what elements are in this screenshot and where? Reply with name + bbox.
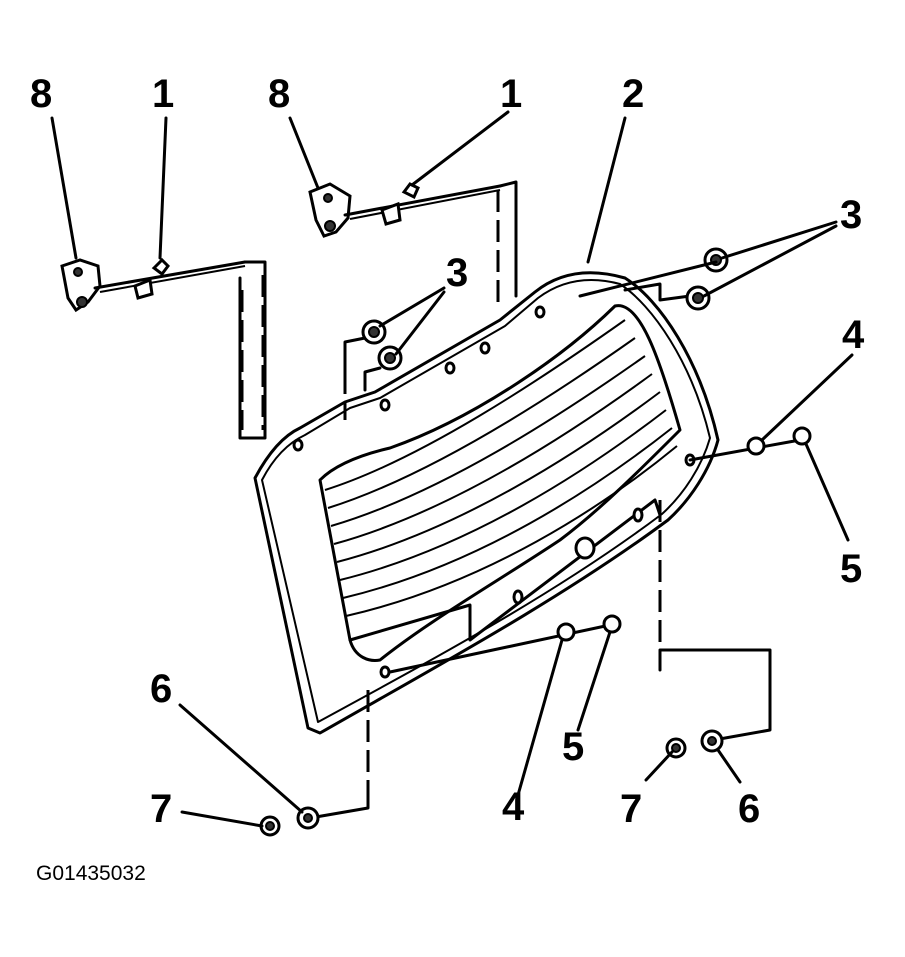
leader-lines <box>50 110 854 828</box>
callout-2: 2 <box>622 72 644 116</box>
glass-window-opening <box>318 304 682 662</box>
fastener-right <box>688 426 812 462</box>
defroster-grid <box>324 319 678 617</box>
callout-7-right: 7 <box>620 787 642 831</box>
fastener-lower-middle <box>388 614 622 674</box>
callout-6-right: 6 <box>738 787 760 831</box>
hinge-assembly-left <box>60 257 247 313</box>
figure-id: G01435032 <box>36 862 146 885</box>
callout-7-left: 7 <box>150 787 172 831</box>
callout-6-left: 6 <box>150 667 172 711</box>
callout-5-bottom: 5 <box>562 725 584 769</box>
callout-4-bottom: 4 <box>502 785 525 829</box>
fastener-lower-right <box>658 500 772 759</box>
hinge-guide-lines <box>238 180 692 440</box>
fastener-lower-left <box>259 690 370 837</box>
glass-holes <box>292 305 696 679</box>
callout-3-right: 3 <box>840 193 862 237</box>
callout-labels: 8 1 8 1 2 3 3 4 5 4 5 6 7 7 6 <box>30 72 865 831</box>
callout-8-left: 8 <box>30 72 52 116</box>
callout-8-upper: 8 <box>268 72 290 116</box>
callout-4-right: 4 <box>842 313 865 357</box>
nuts-3 <box>361 247 729 371</box>
hinge-assembly-upper <box>308 182 502 238</box>
callout-1-left: 1 <box>152 72 174 116</box>
callout-5-right: 5 <box>840 547 862 591</box>
glass-lower-notch <box>348 498 662 642</box>
callout-1-upper: 1 <box>500 72 522 116</box>
callout-3-center: 3 <box>446 251 468 295</box>
liftgate-glass <box>253 271 720 735</box>
